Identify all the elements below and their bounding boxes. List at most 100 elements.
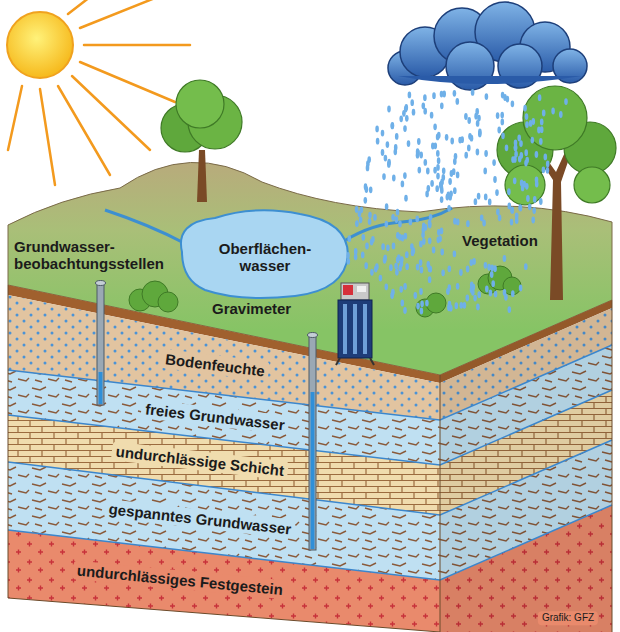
rain-drop: [362, 234, 366, 241]
layer-label: freies Grundwasser: [140, 399, 289, 435]
rain-drop: [368, 218, 372, 225]
rain-drop: [346, 252, 350, 259]
rain-drop: [410, 99, 414, 106]
bush: [129, 266, 521, 317]
rain-drop: [426, 168, 430, 175]
rain-drop: [422, 226, 426, 233]
rain-drop: [526, 195, 530, 202]
rain-drop: [490, 271, 494, 278]
rain-drop: [435, 185, 439, 192]
rain-drop: [403, 283, 407, 290]
rain-drop: [531, 137, 535, 144]
rain-drop: [398, 234, 402, 241]
rain-drop: [514, 145, 518, 152]
rain-drop: [525, 183, 529, 190]
rain-drop: [463, 302, 467, 309]
rain-drop: [456, 283, 460, 290]
rain-drop: [383, 257, 387, 264]
rain-drop: [515, 217, 519, 224]
rain-drop: [441, 269, 445, 276]
rain-drop: [416, 264, 420, 271]
rain-drop: [466, 220, 470, 227]
rain-drop: [533, 196, 537, 203]
rain-drop: [456, 219, 460, 226]
rain-drop: [387, 161, 391, 168]
rain-drop: [442, 174, 446, 181]
rain-drop: [448, 265, 452, 272]
rain-drop: [399, 115, 403, 122]
rain-drop: [501, 132, 505, 139]
rain-drop: [546, 161, 550, 168]
rain-drop: [453, 250, 457, 257]
rain-drop: [528, 203, 532, 210]
rain-drop: [447, 205, 451, 212]
rain-drop: [381, 130, 385, 137]
rain-drop: [493, 265, 497, 272]
rain-drop: [404, 106, 408, 113]
rain-drop: [535, 176, 539, 183]
rain-drop: [456, 98, 460, 105]
rain-drop: [403, 307, 407, 314]
rain-drop: [432, 247, 436, 254]
rain-drop: [420, 267, 424, 274]
rain-drop: [419, 259, 423, 266]
rain-drop: [542, 166, 546, 173]
rain-drop: [419, 288, 423, 295]
rain-drop: [401, 300, 405, 307]
rain-drop: [428, 222, 432, 229]
rain-drop: [531, 217, 535, 224]
rain-drop: [503, 289, 507, 296]
rain-drop: [389, 264, 393, 271]
rain-drop: [415, 216, 419, 223]
rain-drop: [395, 133, 399, 140]
vegetation-label: Vegetation: [462, 232, 538, 249]
rain-drop: [436, 134, 440, 141]
rain-drop: [487, 264, 491, 271]
observation-well: [96, 281, 106, 406]
rain-drop: [454, 153, 458, 160]
rain-drop: [470, 281, 474, 288]
rain-drop: [442, 167, 446, 174]
rain-drop: [382, 173, 386, 180]
rain-drop: [392, 243, 396, 250]
rain-drop: [477, 193, 481, 200]
rain-drop: [416, 148, 420, 155]
layer-label: gespanntes Grundwasser: [104, 499, 296, 539]
soil-block-side: [440, 300, 612, 632]
rain-drop: [438, 235, 442, 242]
rain-drop: [523, 105, 527, 112]
rain-drop: [428, 276, 432, 283]
rain-drop: [420, 308, 424, 315]
rain-drop: [489, 290, 493, 297]
rain-drop: [437, 157, 441, 164]
rain-drop: [539, 198, 543, 205]
rain-drop: [476, 120, 480, 127]
rain-drop: [532, 207, 536, 214]
rain-drop: [450, 138, 454, 145]
rain-drop: [525, 113, 529, 120]
rain-drop: [467, 145, 471, 152]
rain-drop: [385, 203, 389, 210]
rain-drop: [496, 112, 500, 119]
rain-drop: [427, 185, 431, 192]
rain-drop: [447, 304, 451, 311]
rain-drop: [355, 220, 359, 227]
rain-drop: [370, 269, 374, 276]
rain-drop: [354, 253, 358, 260]
tree: [497, 86, 616, 300]
lake: [181, 210, 348, 298]
rain-drop: [476, 149, 480, 156]
rain-drop: [484, 262, 488, 269]
rain-drop: [466, 266, 470, 273]
rain-drop: [401, 181, 405, 188]
rain-drop: [396, 209, 400, 216]
rain-drop: [437, 229, 441, 236]
rain-drop: [364, 262, 368, 269]
well-label: Grundwasser- beobachtungsstellen: [14, 238, 164, 273]
rain-drop: [379, 275, 383, 282]
rain-drop: [395, 216, 399, 223]
rain-drop: [524, 263, 528, 270]
rain-drop: [496, 209, 500, 216]
rain-drop: [470, 135, 474, 142]
rain-drop: [519, 140, 523, 147]
